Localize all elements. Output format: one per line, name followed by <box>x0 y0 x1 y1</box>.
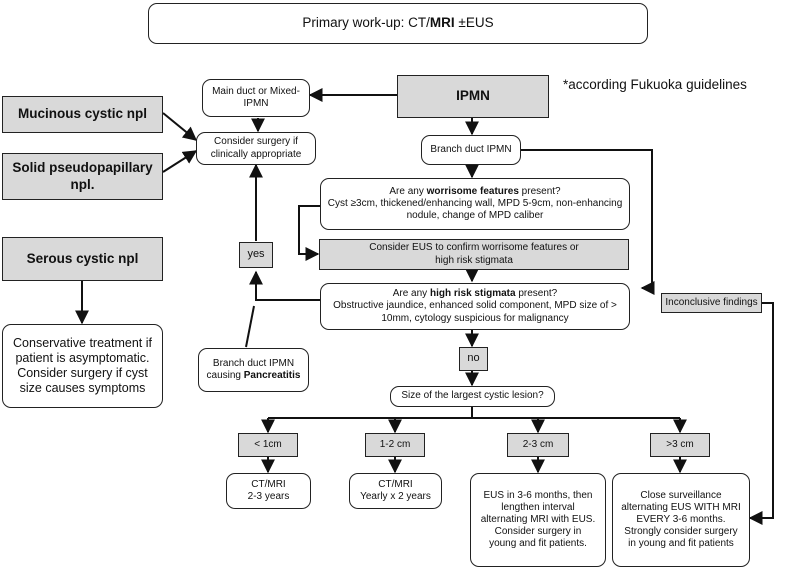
outcome-under-1cm-box: CT/MRI 2-3 years <box>226 473 311 509</box>
pancreatitis-line-1: Branch duct IPMN <box>212 357 295 369</box>
high-risk-q-bold: high risk stigmata <box>429 288 516 300</box>
title-post: ±EUS <box>454 15 494 31</box>
serous-label: Serous cystic npl <box>26 250 139 266</box>
consider-surgery-box: Consider surgery if clinically appropria… <box>196 132 316 165</box>
size-label-2: 1-2 cm <box>379 438 411 450</box>
branch-pancreatitis-box: Branch duct IPMN causing Pancreatitis <box>198 348 309 392</box>
outcome-2-line-1: CT/MRI <box>378 478 413 490</box>
outcome-3-line-3: alternating MRI with EUS. <box>480 513 596 525</box>
worrisome-q-bold: worrisome features <box>426 185 519 197</box>
solid-pseudopapillary-box: Solid pseudopapillary npl. <box>2 153 163 200</box>
worrisome-line-1: Cyst ≥3cm, thickened/enhancing wall, MPD… <box>327 197 623 209</box>
worrisome-q-pre: Are any <box>389 185 427 197</box>
worrisome-question: Are any worrisome features present? <box>328 186 623 198</box>
arrow-pancreatitis-up <box>245 305 255 348</box>
outcome-1-2cm-box: CT/MRI Yearly x 2 years <box>349 473 442 509</box>
high-risk-line-2: 10mm, cytology suspicious for malignancy <box>381 312 569 324</box>
outcome-1-line-2: 2-3 years <box>247 491 290 502</box>
size-over-3cm-box: >3 cm <box>650 433 710 457</box>
ipmn-box: IPMN <box>397 75 549 118</box>
conservative-line-1: Conservative treatment if <box>13 335 152 350</box>
arrow-high-risk-to-yes <box>249 270 320 301</box>
branch-duct-label: Branch duct IPMN <box>430 143 512 155</box>
size-label-3: 2-3 cm <box>522 438 554 450</box>
arrow-solid-to-surgery <box>162 150 198 173</box>
outcome-4-line-5: in young and fit patients <box>628 538 734 550</box>
mucinous-label: Mucinous cystic npl <box>17 106 148 122</box>
size-label-1: < 1cm <box>254 438 282 450</box>
conservative-line-2: patient is asymptomatic. <box>15 350 150 365</box>
yes-box: yes <box>239 242 273 268</box>
arrow-inconclusive-to-outcome <box>748 302 774 525</box>
size-question-label: Size of the largest cystic lesion? <box>401 390 544 402</box>
outcome-over-3cm-box: Close surveillance alternating EUS WITH … <box>612 473 750 567</box>
size-2-3cm-box: 2-3 cm <box>507 433 569 457</box>
high-risk-question: Are any high risk stigmata present? <box>333 288 617 300</box>
high-risk-q-pre: Are any <box>392 288 430 300</box>
outcome-2-line-2: Yearly x 2 years <box>360 491 431 502</box>
inconclusive-label: Inconclusive findings <box>665 296 758 308</box>
arrow-mucinous-to-surgery <box>162 112 198 141</box>
outcome-3-line-2: lengthen interval <box>501 501 575 513</box>
worrisome-line-2: nodule, change of MPD caliber <box>406 210 544 222</box>
pancreatitis-pre: causing <box>206 370 244 381</box>
main-duct-ipmn-box: Main duct or Mixed- IPMN <box>202 79 310 117</box>
no-label: no <box>467 352 480 365</box>
outcome-4-line-3: EVERY 3-6 months. <box>636 513 726 525</box>
yes-label: yes <box>247 248 265 261</box>
size-under-1cm-box: < 1cm <box>238 433 298 457</box>
title-pre: Primary work-up: CT/ <box>302 15 430 31</box>
outcome-4-line-2: alternating EUS WITH MRI <box>621 501 741 513</box>
serous-cystic-box: Serous cystic npl <box>2 237 163 281</box>
outcome-2-3cm-box: EUS in 3-6 months, then lengthen interva… <box>470 473 606 567</box>
conservative-line-3: Consider surgery if cyst <box>17 366 148 380</box>
outcome-3-line-5: young and fit patients. <box>489 538 587 550</box>
conservative-line-4: size causes symptoms <box>19 381 146 396</box>
consider-eus-line-1: Consider EUS to confirm worrisome featur… <box>369 242 579 254</box>
outcome-3-line-1: EUS in 3-6 months, then <box>483 489 593 501</box>
solid-label-line-1: Solid pseudopapillary <box>12 160 153 176</box>
pancreatitis-line-2: causing Pancreatitis <box>207 370 301 382</box>
inconclusive-findings-box: Inconclusive findings <box>661 293 762 313</box>
size-label-4: >3 cm <box>666 438 694 450</box>
solid-label-line-2: npl. <box>70 176 95 192</box>
title-bold: MRI <box>429 15 455 31</box>
size-1-2cm-box: 1-2 cm <box>365 433 425 457</box>
outcome-4-line-1: Close surveillance <box>640 489 722 501</box>
consider-surgery-line-2: clinically appropriate <box>210 148 302 160</box>
fukuoka-note: *according Fukuoka guidelines <box>563 77 747 92</box>
high-risk-stigmata-box: Are any high risk stigmata present? Obst… <box>320 283 630 330</box>
mucinous-cystic-box: Mucinous cystic npl <box>2 96 163 133</box>
consider-surgery-line-1: Consider surgery if <box>214 136 298 148</box>
high-risk-line-1: Obstructive jaundice, enhanced solid com… <box>333 300 617 312</box>
branch-duct-box: Branch duct IPMN <box>421 135 521 165</box>
arrow-branch-to-inconclusive <box>521 149 655 295</box>
conservative-treatment-box: Conservative treatment if patient is asy… <box>2 324 163 408</box>
high-risk-q-post: present? <box>515 288 558 300</box>
ipmn-label: IPMN <box>456 88 490 104</box>
main-duct-line-1: Main duct or Mixed- <box>212 85 300 97</box>
worrisome-features-box: Are any worrisome features present? Cyst… <box>320 178 630 230</box>
worrisome-q-post: present? <box>518 185 561 197</box>
main-duct-line-2: IPMN <box>243 98 269 109</box>
no-box: no <box>459 347 488 371</box>
consider-eus-box: Consider EUS to confirm worrisome featur… <box>319 239 629 270</box>
arrow-worrisome-to-eus <box>298 205 320 261</box>
size-question-box: Size of the largest cystic lesion? <box>390 386 555 407</box>
outcome-3-line-4: Consider surgery in <box>494 526 582 538</box>
consider-eus-line-2: high risk stigmata <box>435 254 513 266</box>
pancreatitis-bold: Pancreatitis <box>243 370 301 381</box>
primary-workup-box: Primary work-up: CT/MRI ±EUS <box>148 3 648 44</box>
outcome-4-line-4: Strongly consider surgery <box>624 526 738 538</box>
outcome-1-line-1: CT/MRI <box>251 478 286 490</box>
